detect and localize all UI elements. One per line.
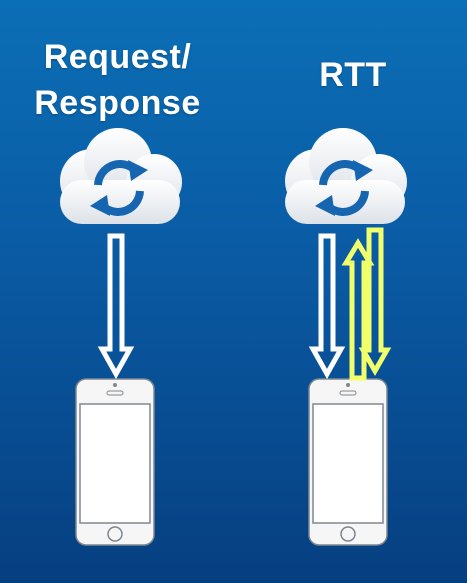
request-title-line: Request/ [43,38,192,76]
response-title-line: Response [34,84,201,122]
right-down-arrow-white [308,233,346,380]
rtt-title: RTT [319,56,387,94]
right-down-arrow-yellow [358,227,392,377]
left-smartphone-icon [75,378,155,546]
left-down-arrow [97,233,135,380]
right-cloud-icon [285,128,407,224]
right-smartphone-icon [308,378,388,546]
right-up-arrow-yellow [341,238,375,381]
left-cloud-icon [60,128,182,224]
request-response-title: Request/ Response [15,34,220,126]
